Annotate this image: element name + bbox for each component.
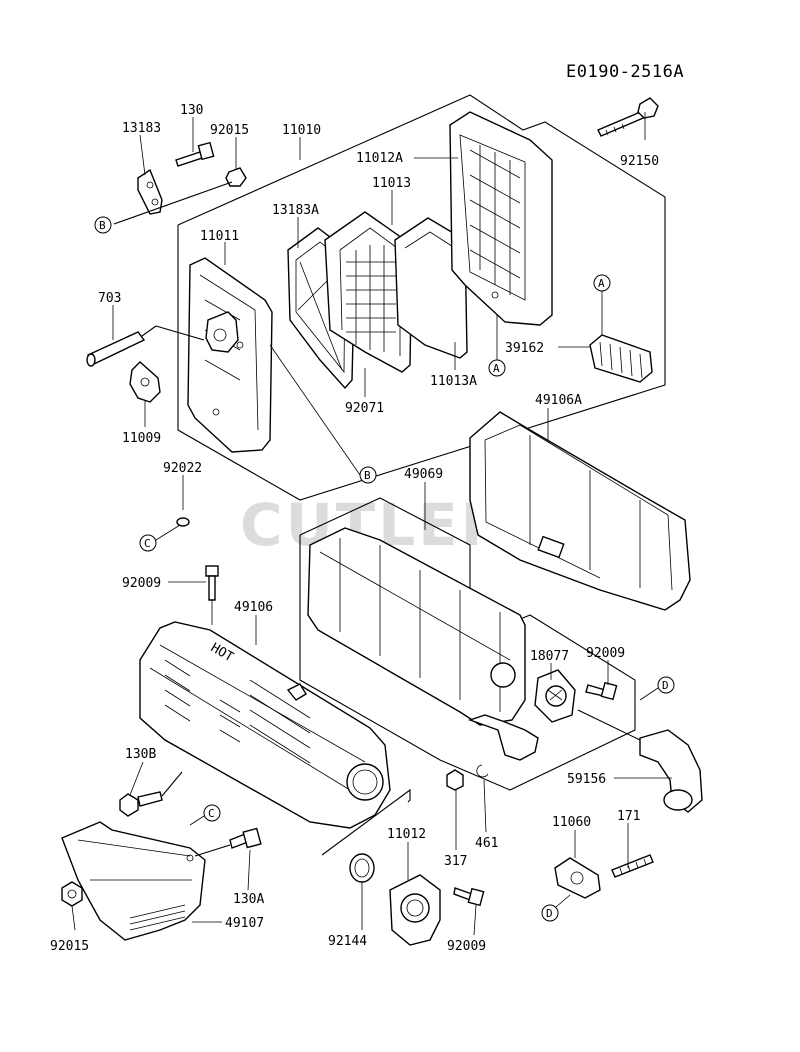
svg-text:A: A: [493, 362, 500, 375]
callout-92009-flange: 92009: [586, 646, 625, 661]
callout-130: 130: [180, 103, 203, 118]
ref-A-right: A: [593, 274, 611, 335]
callout-49107: 49107: [225, 916, 264, 931]
leader-lines: [71, 112, 672, 936]
callout-92009-top: 92009: [122, 576, 161, 591]
callout-49106: 49106: [234, 600, 273, 615]
nut-317: [446, 769, 464, 791]
callout-11013A: 11013A: [430, 374, 477, 389]
svg-text:B: B: [99, 219, 106, 232]
air-cleaner-frame: [177, 94, 666, 501]
reference-markers: B A A B C D C: [94, 216, 675, 922]
cover-11011: [187, 257, 273, 453]
svg-text:D: D: [546, 907, 553, 920]
muffler-49069: [307, 527, 539, 761]
case-11012A: [449, 111, 553, 326]
callout-11011: 11011: [200, 229, 239, 244]
callout-labels: 13183 130 92015 11010 11012A 92150 11013…: [50, 103, 659, 954]
ref-A-center: A: [488, 315, 506, 377]
callout-92009-bottom: 92009: [447, 939, 486, 954]
element-11013: [324, 211, 413, 373]
callout-92015: 92015: [210, 123, 249, 138]
callout-130B: 130B: [125, 747, 156, 762]
bolt-92009-flange: [585, 681, 618, 701]
callout-461: 461: [475, 836, 498, 851]
callout-92071: 92071: [345, 401, 384, 416]
bolt-92150: [597, 97, 659, 137]
callout-13183A: 13183A: [272, 203, 319, 218]
flange-18077: [534, 669, 576, 723]
callout-171: 171: [617, 809, 640, 824]
muffler-frame: [299, 497, 636, 791]
callout-11012: 11012: [387, 827, 426, 842]
callout-49106A: 49106A: [535, 393, 582, 408]
svg-text:A: A: [598, 277, 605, 290]
bolt-92009-bottom: [453, 887, 485, 907]
ref-D-right: D: [639, 676, 675, 701]
callout-703: 703: [98, 291, 121, 306]
callout-11010: 11010: [282, 123, 321, 138]
nut-92015-bottom: [61, 881, 83, 907]
svg-text:C: C: [208, 807, 215, 820]
gasket-11009: [129, 361, 161, 403]
diagram-code: E0190-2516A: [566, 62, 684, 82]
gasket-11060: [554, 857, 601, 899]
callout-13183: 13183: [122, 121, 161, 136]
callout-18077: 18077: [530, 649, 569, 664]
shield-49106A: [469, 411, 691, 611]
callout-130A: 130A: [233, 892, 264, 907]
element-11013A: [394, 217, 468, 359]
svg-text:B: B: [364, 469, 371, 482]
callout-11009: 11009: [122, 431, 161, 446]
flange-11012: [389, 874, 441, 946]
pipe-59156: [577, 709, 703, 813]
pipe-703: [86, 325, 205, 367]
callout-11060: 11060: [552, 815, 591, 830]
svg-text:D: D: [662, 679, 669, 692]
gasket-92144: [349, 853, 375, 883]
bracket-13183: [113, 141, 247, 225]
ref-D-bottom: D: [541, 894, 571, 922]
ref-C-bottom: C: [189, 804, 221, 826]
flange-frame: [321, 788, 411, 856]
clip-461: [476, 764, 489, 778]
ref-C-left: C: [139, 517, 190, 552]
callout-11012A: 11012A: [356, 151, 403, 166]
callout-39162: 39162: [505, 341, 544, 356]
stud-171: [611, 854, 654, 878]
callout-92015-bottom: 92015: [50, 939, 89, 954]
callout-92022: 92022: [163, 461, 202, 476]
ref-B-center: B: [269, 344, 377, 484]
bolt-92009-top: [205, 565, 219, 625]
clamp-39162: [589, 334, 653, 383]
callout-92144: 92144: [328, 934, 367, 949]
svg-text:C: C: [144, 537, 151, 550]
callout-11013: 11013: [372, 176, 411, 191]
callout-92150: 92150: [620, 154, 659, 169]
bolt-130B: [119, 771, 183, 817]
callout-59156: 59156: [567, 772, 606, 787]
callout-49069: 49069: [404, 467, 443, 482]
bolt-130A: [194, 827, 262, 857]
cover-49106: HOT: [139, 621, 391, 829]
ref-B-top: B: [94, 216, 112, 234]
callout-317: 317: [444, 854, 467, 869]
guard-49107: [61, 821, 206, 941]
